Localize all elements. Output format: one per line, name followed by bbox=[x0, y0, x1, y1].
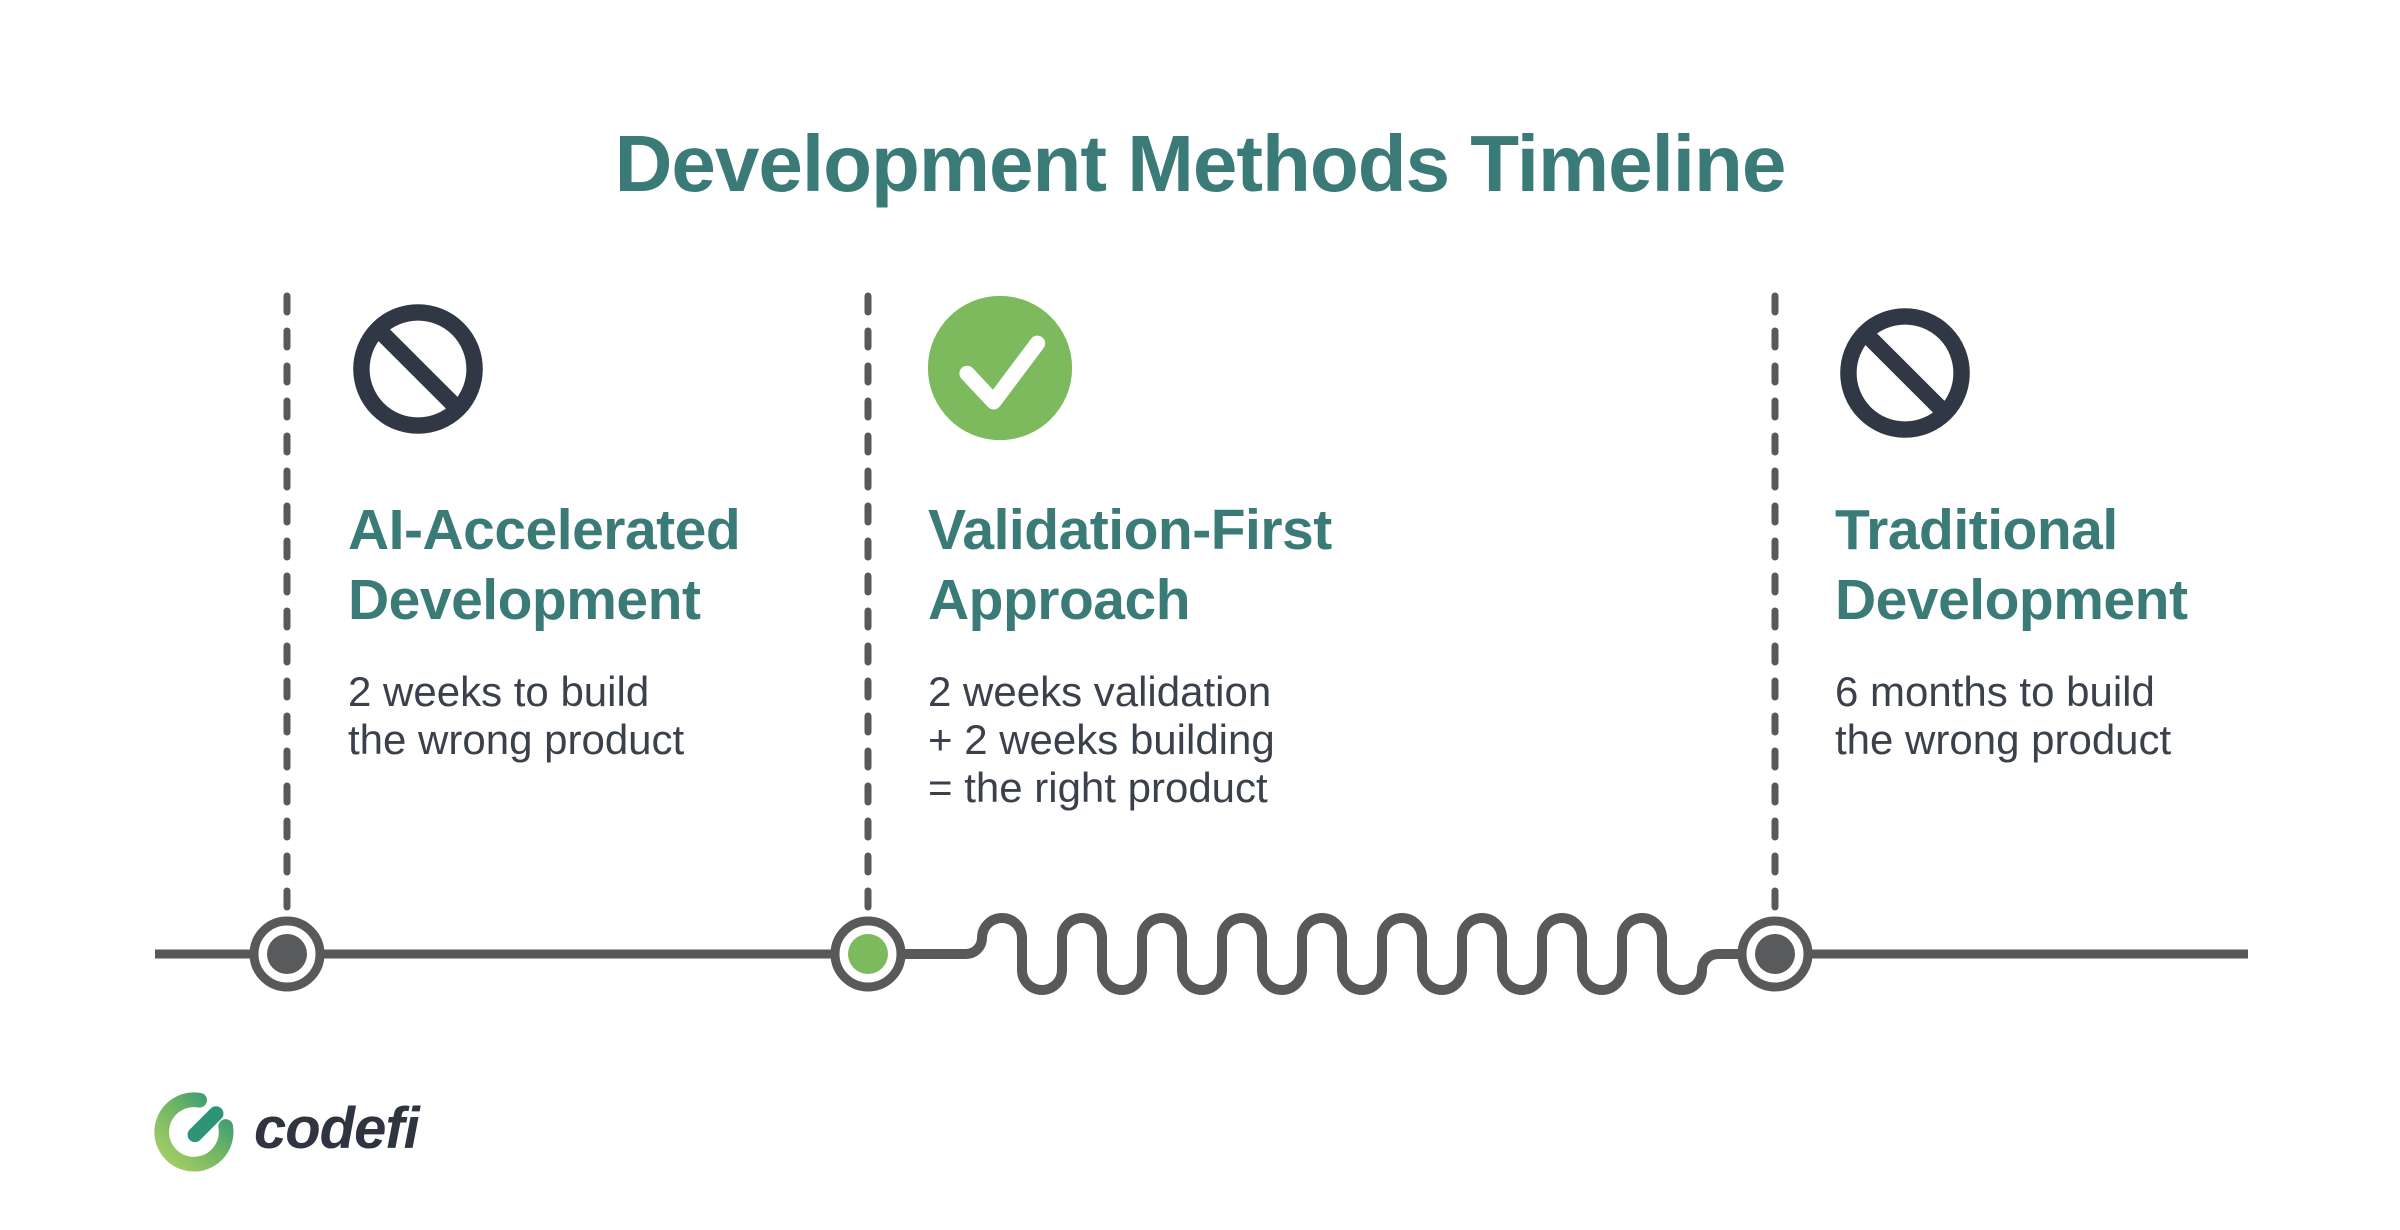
column-heading: Traditional Development bbox=[1835, 495, 2188, 635]
column-heading: AI-Accelerated Development bbox=[348, 495, 741, 635]
prohibited-icon bbox=[345, 296, 491, 442]
check-icon bbox=[927, 295, 1073, 441]
timeline-marker-validation-first bbox=[830, 916, 906, 992]
heading-line: Development bbox=[348, 568, 701, 632]
codefi-wordmark: codefi bbox=[254, 1095, 420, 1161]
description-line: 6 months to build bbox=[1835, 668, 2155, 715]
heading-line: Validation-First bbox=[928, 498, 1332, 562]
marker-dot bbox=[848, 934, 888, 974]
description-line: the wrong product bbox=[1835, 716, 2172, 763]
timeline-marker-ai-accelerated bbox=[249, 916, 325, 992]
page-title: Development Methods Timeline bbox=[614, 119, 1787, 208]
codefi-logo-mark bbox=[154, 1092, 234, 1172]
timeline-squiggle bbox=[868, 913, 1775, 995]
heading-line: Approach bbox=[928, 568, 1191, 632]
heading-line: Development bbox=[1835, 568, 2188, 632]
description-line: 2 weeks validation bbox=[928, 668, 1272, 715]
heading-line: AI-Accelerated bbox=[348, 498, 741, 562]
column-description: 2 weeks validation + 2 weeks building = … bbox=[928, 668, 1275, 812]
description-line: 2 weeks to build bbox=[348, 668, 650, 715]
marker-dot bbox=[1755, 934, 1795, 974]
column-heading: Validation-First Approach bbox=[928, 495, 1332, 635]
heading-line: Traditional bbox=[1835, 498, 2118, 562]
prohibited-icon bbox=[1832, 300, 1978, 446]
description-line: the wrong product bbox=[348, 716, 685, 763]
description-line: + 2 weeks building bbox=[928, 716, 1275, 763]
marker-dot bbox=[267, 934, 307, 974]
description-line: = the right product bbox=[928, 764, 1268, 811]
timeline-marker-traditional bbox=[1737, 916, 1813, 992]
codefi-logo: codefi bbox=[148, 1086, 420, 1178]
column-description: 6 months to build the wrong product bbox=[1835, 668, 2171, 764]
column-description: 2 weeks to build the wrong product bbox=[348, 668, 684, 764]
